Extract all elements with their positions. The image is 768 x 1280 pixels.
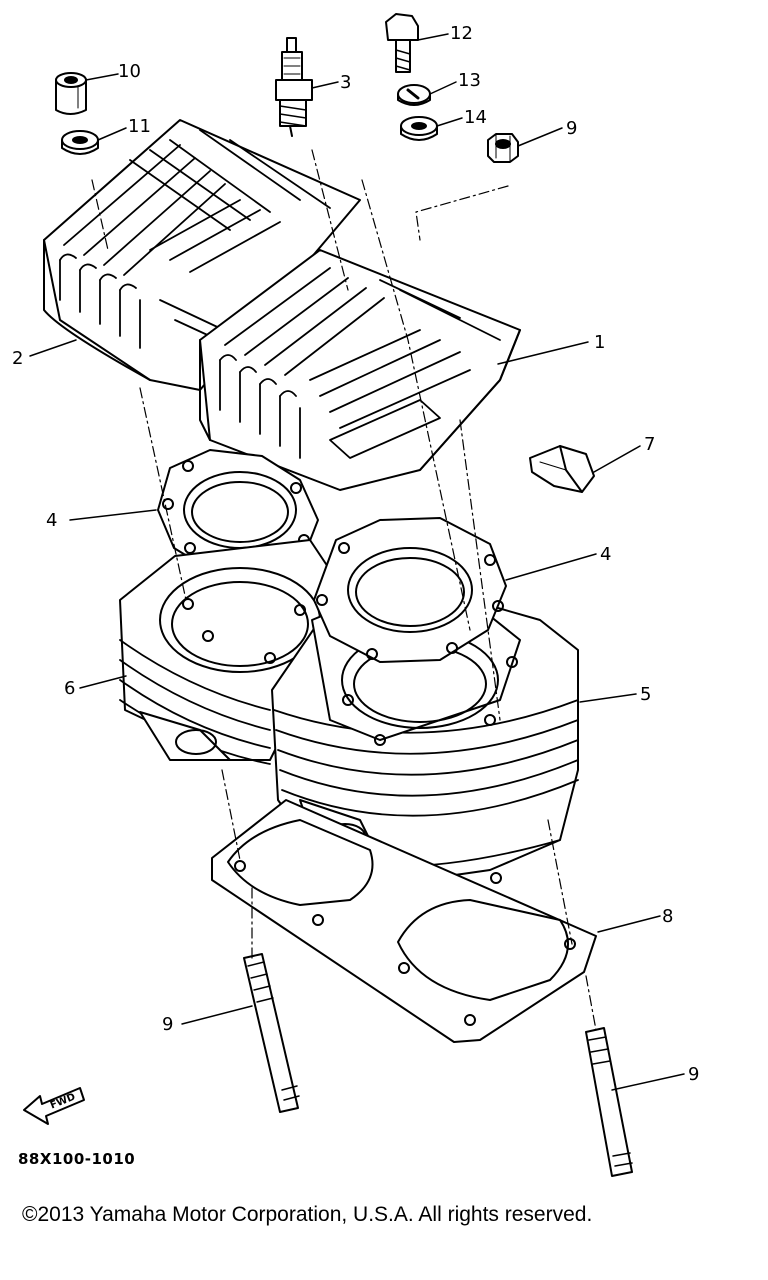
callout-label: 4 [600, 544, 612, 565]
base-gasket-part-8 [212, 800, 596, 1042]
spark-plug-part-3 [276, 38, 312, 136]
stud-bolt-part-9-left [244, 954, 299, 1112]
callout-label: 9 [162, 1014, 174, 1035]
callout-label: 2 [12, 348, 24, 369]
callout-leader-lines [30, 34, 684, 1090]
nut-part-10 [488, 134, 518, 162]
callout-label: 4 [46, 510, 58, 531]
stud-bolt-part-9-right [586, 1028, 632, 1176]
callout-label: 5 [640, 684, 652, 705]
assembly-guide-lines [92, 150, 596, 1030]
head-gasket-part-4-front [314, 518, 506, 662]
callout-label: 7 [644, 434, 656, 455]
washer-part-15 [401, 117, 437, 140]
callout-label: 14 [464, 107, 487, 128]
diagram-code: 88X100-1010 [18, 1150, 136, 1168]
damper-part-7 [530, 446, 594, 492]
washer-part-12 [62, 131, 98, 154]
callout-label: 8 [662, 906, 674, 927]
callout-label: 10 [118, 61, 141, 82]
lock-washer-part-14 [398, 85, 430, 105]
callout-label: 9 [566, 118, 578, 139]
callout-label: 9 [688, 1064, 700, 1085]
callout-label: 1 [594, 332, 606, 353]
cylinder-head-part-2 [44, 120, 360, 390]
callout-label: 3 [340, 72, 352, 93]
collar-part-11 [56, 73, 86, 114]
callout-label: 13 [458, 70, 481, 91]
copyright-notice: ©2013 Yamaha Motor Corporation, U.S.A. A… [22, 1203, 593, 1226]
callout-label: 6 [64, 678, 76, 699]
callout-label: 12 [450, 23, 473, 44]
cylinder-head-part-1 [200, 250, 520, 490]
callout-label: 11 [128, 116, 151, 137]
bolt-part-13 [386, 14, 418, 72]
forward-direction-arrow [24, 1088, 84, 1124]
